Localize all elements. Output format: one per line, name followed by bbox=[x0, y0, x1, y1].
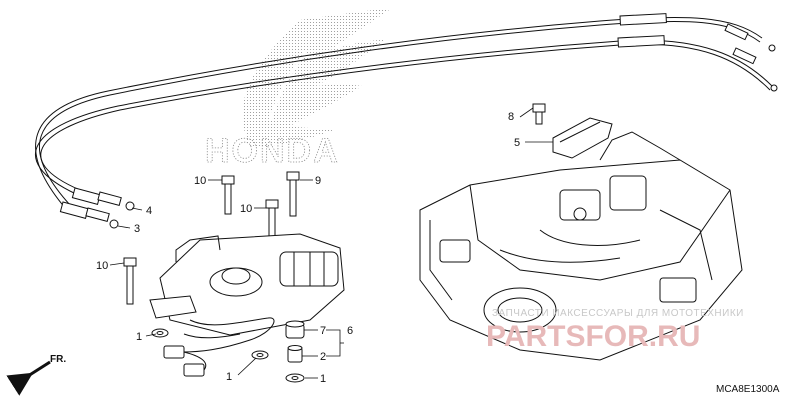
callout-4: 4 bbox=[146, 205, 152, 217]
bolt-10-lower bbox=[123, 257, 137, 305]
callout-2: 2 bbox=[320, 351, 326, 363]
callout-10-middle: 10 bbox=[240, 203, 252, 215]
bracket-5 bbox=[552, 117, 613, 159]
grommet-7 bbox=[285, 320, 305, 339]
callout-10-lower: 10 bbox=[96, 260, 108, 272]
diagram-code: MCA8E1300A bbox=[716, 384, 780, 395]
watermark-subtitle: ЗАПЧАСТИ ИАКСЕССУАРЫ ДЛЯ МОТОТЕХНИКИ bbox=[492, 308, 744, 319]
washer-1-right bbox=[285, 373, 305, 383]
engine-block bbox=[419, 131, 743, 361]
front-direction-indicator: FR. bbox=[6, 354, 66, 396]
callout-1-right: 1 bbox=[320, 373, 326, 385]
callout-6: 6 bbox=[347, 325, 353, 337]
callout-9: 9 bbox=[315, 175, 321, 187]
watermark-logo: PARTSFOR.RU bbox=[486, 320, 700, 353]
leader-lines bbox=[109, 107, 553, 379]
callout-5: 5 bbox=[514, 137, 520, 149]
callout-3: 3 bbox=[134, 223, 140, 235]
bolt-8 bbox=[532, 103, 546, 125]
bolt-9 bbox=[286, 171, 300, 217]
front-label: FR. bbox=[50, 354, 66, 365]
callout-1-mid: 1 bbox=[226, 371, 232, 383]
callout-7: 7 bbox=[320, 325, 326, 337]
washer-1-left bbox=[151, 328, 169, 338]
washer-1-mid bbox=[251, 350, 269, 360]
honda-wordmark: HONDA bbox=[205, 132, 340, 170]
callout-8: 8 bbox=[508, 111, 514, 123]
collar-2 bbox=[287, 345, 303, 363]
throttle-cables bbox=[34, 13, 778, 229]
bolt-10-upper bbox=[221, 175, 235, 215]
callout-1-left: 1 bbox=[136, 331, 142, 343]
honda-wing-logo bbox=[242, 8, 392, 148]
callout-10-upper: 10 bbox=[194, 175, 206, 187]
throttle-actuator-assembly bbox=[149, 233, 345, 377]
